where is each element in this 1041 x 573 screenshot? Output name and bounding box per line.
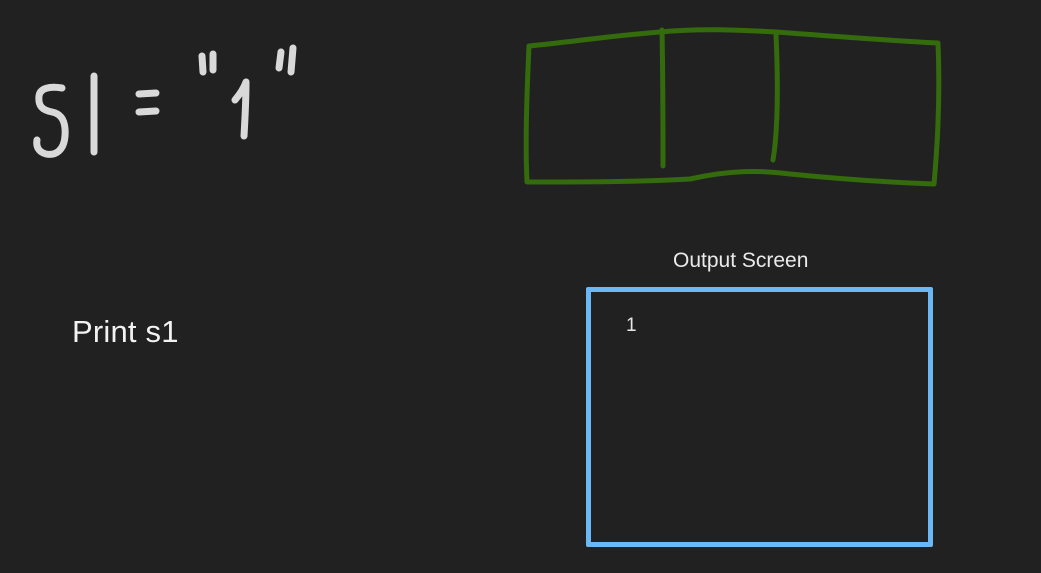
output-screen: 1 [586, 287, 933, 547]
memory-cells-outline [523, 27, 942, 187]
handwritten-value-1 [231, 78, 250, 140]
output-screen-content: 1 [626, 315, 637, 336]
output-screen-title: Output Screen [673, 249, 809, 272]
handwritten-close-quote [275, 48, 285, 72]
handwritten-letter-s [33, 83, 69, 158]
memory-cell-divider-2 [770, 31, 780, 163]
handwritten-open-quote [198, 52, 207, 76]
handwritten-equals-sign [135, 89, 160, 98]
memory-cell-divider-1 [659, 27, 666, 169]
memory-cells-diagram [523, 27, 942, 187]
print-statement: Print s1 [72, 314, 179, 349]
